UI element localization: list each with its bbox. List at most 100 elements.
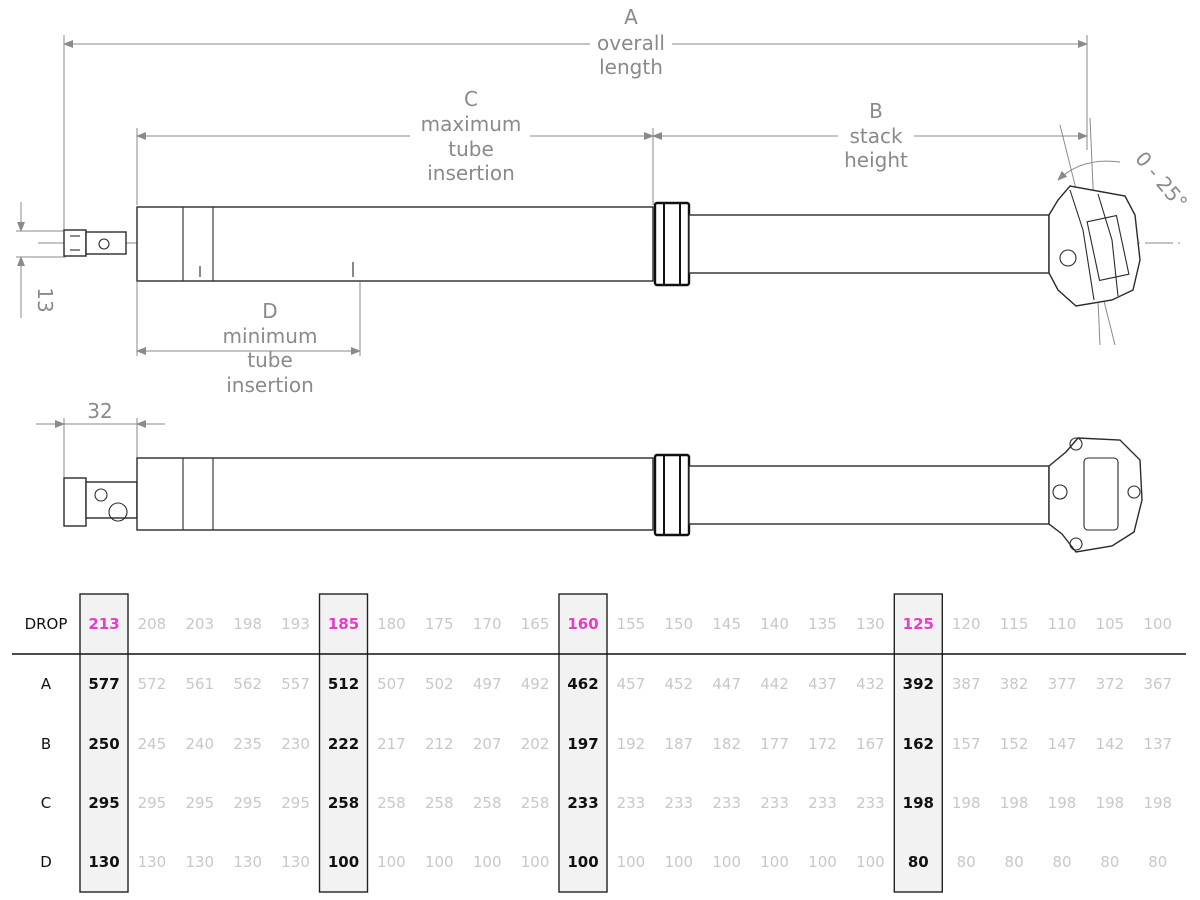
value-cell-a-0: 577 <box>88 675 119 693</box>
value-cell-b-4: 230 <box>281 735 310 753</box>
drop-cell-16: 130 <box>856 615 885 633</box>
value-cell-d-7: 100 <box>425 853 454 871</box>
seal-collar-top <box>653 201 691 287</box>
value-cell-b-8: 207 <box>473 735 502 753</box>
dim-diameter-label: 13 <box>33 287 57 312</box>
clamp-bolt-top <box>1059 249 1077 267</box>
value-cell-a-19: 382 <box>1000 675 1029 693</box>
drop-cell-9: 165 <box>521 615 550 633</box>
value-cell-c-6: 258 <box>377 794 406 812</box>
dim-a-label-1: overall <box>597 31 665 55</box>
value-cell-d-18: 80 <box>957 853 976 871</box>
cable-actuator-side <box>63 477 87 527</box>
saddle-clamp-head-top <box>1048 185 1141 307</box>
value-cell-d-15: 100 <box>808 853 837 871</box>
value-cell-c-12: 233 <box>664 794 693 812</box>
value-cell-b-10: 197 <box>567 735 598 753</box>
highlight-box-160 <box>558 593 608 893</box>
drop-cell-2: 203 <box>185 615 214 633</box>
drop-cell-13: 145 <box>712 615 741 633</box>
value-cell-a-10: 462 <box>567 675 598 693</box>
dim-c-label-1: maximum <box>421 112 522 136</box>
value-cell-a-7: 502 <box>425 675 454 693</box>
dim-angle-label: 0 - 25° <box>1130 147 1192 215</box>
value-cell-c-20: 198 <box>1048 794 1077 812</box>
value-cell-c-14: 233 <box>760 794 789 812</box>
value-cell-a-5: 512 <box>328 675 359 693</box>
actuator-housing-side <box>85 481 138 519</box>
value-cell-b-16: 167 <box>856 735 885 753</box>
value-cell-a-16: 432 <box>856 675 885 693</box>
highlight-column-boxes <box>79 593 943 893</box>
value-cell-c-22: 198 <box>1143 794 1172 812</box>
value-cell-a-9: 492 <box>521 675 550 693</box>
dim-d-letter: D <box>262 299 277 323</box>
value-cell-a-2: 561 <box>185 675 214 693</box>
dim-c-label-2: tube <box>448 137 494 161</box>
value-cell-c-17: 198 <box>903 794 934 812</box>
drop-cell-14: 140 <box>760 615 789 633</box>
value-cell-d-6: 100 <box>377 853 406 871</box>
value-cell-c-2: 295 <box>185 794 214 812</box>
seatpost-side-view <box>63 437 1143 553</box>
value-cell-c-11: 233 <box>617 794 646 812</box>
upper-stanchion-side <box>688 465 1050 525</box>
value-cell-b-22: 137 <box>1143 735 1172 753</box>
value-cell-a-21: 372 <box>1096 675 1125 693</box>
value-cell-a-17: 392 <box>903 675 934 693</box>
value-cell-c-15: 233 <box>808 794 837 812</box>
value-cell-b-13: 182 <box>712 735 741 753</box>
value-cell-d-19: 80 <box>1005 853 1024 871</box>
drop-cell-19: 115 <box>1000 615 1029 633</box>
value-cell-d-13: 100 <box>712 853 741 871</box>
value-cell-a-14: 442 <box>760 675 789 693</box>
value-cell-c-16: 233 <box>856 794 885 812</box>
drop-cell-1: 208 <box>138 615 167 633</box>
clamp-plate-top <box>1086 214 1130 282</box>
value-cell-d-14: 100 <box>760 853 789 871</box>
value-cell-d-1: 130 <box>138 853 167 871</box>
dim-b-letter: B <box>869 99 883 123</box>
value-cell-b-7: 212 <box>425 735 454 753</box>
value-cell-d-22: 80 <box>1148 853 1167 871</box>
value-cell-d-0: 130 <box>88 853 119 871</box>
value-cell-d-4: 130 <box>281 853 310 871</box>
drop-cell-8: 170 <box>473 615 502 633</box>
value-cell-a-3: 562 <box>233 675 262 693</box>
row-label-c: C <box>41 794 51 812</box>
highlight-box-185 <box>318 593 369 893</box>
dim-b-label-2: height <box>844 148 908 172</box>
value-cell-c-8: 258 <box>473 794 502 812</box>
value-cell-a-18: 387 <box>952 675 981 693</box>
actuator-housing-top <box>85 231 127 255</box>
value-cell-b-21: 142 <box>1096 735 1125 753</box>
drop-cell-3: 198 <box>233 615 262 633</box>
value-cell-c-13: 233 <box>712 794 741 812</box>
value-cell-c-9: 258 <box>521 794 550 812</box>
value-cell-d-11: 100 <box>617 853 646 871</box>
value-cell-d-5: 100 <box>328 853 359 871</box>
value-cell-d-9: 100 <box>521 853 550 871</box>
value-cell-d-21: 80 <box>1100 853 1119 871</box>
dim-a-letter: A <box>624 5 638 29</box>
drop-cell-6: 180 <box>377 615 406 633</box>
lower-tube-top <box>136 206 654 282</box>
value-cell-b-2: 240 <box>185 735 214 753</box>
value-cell-a-20: 377 <box>1048 675 1077 693</box>
value-cell-a-12: 452 <box>664 675 693 693</box>
saddle-clamp-head-side <box>1048 437 1143 553</box>
value-cell-a-8: 497 <box>473 675 502 693</box>
value-cell-b-19: 152 <box>1000 735 1029 753</box>
dim-c-label-3: insertion <box>427 161 515 185</box>
dim-d-label-1: minimum <box>223 324 318 348</box>
value-cell-b-15: 172 <box>808 735 837 753</box>
value-cell-d-3: 130 <box>233 853 262 871</box>
value-cell-a-1: 572 <box>138 675 167 693</box>
value-cell-b-6: 217 <box>377 735 406 753</box>
drop-cell-15: 135 <box>808 615 837 633</box>
value-cell-c-19: 198 <box>1000 794 1029 812</box>
value-cell-d-12: 100 <box>664 853 693 871</box>
value-cell-a-4: 557 <box>281 675 310 693</box>
